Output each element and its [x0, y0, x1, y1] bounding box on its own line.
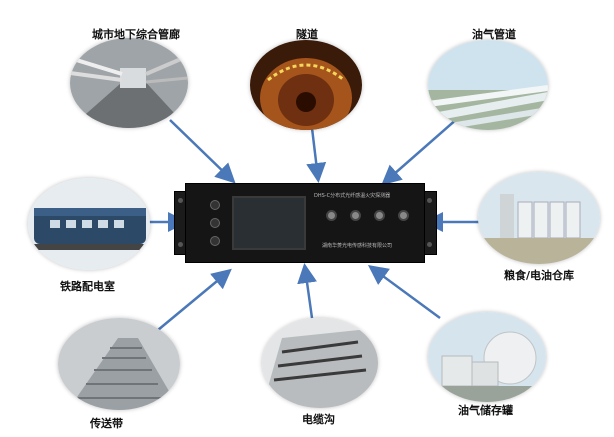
label-conveyor: 传送带	[90, 417, 123, 430]
label-oil-gas-pipeline: 油气管道	[472, 28, 516, 41]
arrow-oil-gas-storage	[367, 265, 441, 320]
led-fault	[210, 236, 220, 246]
button-2	[350, 210, 361, 221]
device-title: DHS-C分布式光纤感温火灾探测器	[314, 193, 391, 199]
led-power	[210, 200, 220, 210]
device-maker: 湖南华菱光电传感科技有限公司	[322, 243, 393, 249]
button-4	[398, 210, 409, 221]
device-screen	[232, 196, 306, 250]
photo-tunnel	[250, 40, 362, 130]
photo-utility-tunnel	[70, 38, 188, 128]
label-tunnel: 隧道	[296, 28, 318, 41]
label-railway-room: 铁路配电室	[60, 280, 115, 293]
photo-cable-trench	[262, 318, 378, 408]
rack-ear-right	[423, 191, 437, 255]
button-1	[326, 210, 337, 221]
photo-railway-room	[28, 178, 150, 270]
photo-conveyor	[58, 318, 180, 410]
label-cable-trench: 电缆沟	[302, 413, 335, 426]
photo-oil-gas-storage	[428, 312, 546, 402]
photo-oil-gas-pipeline	[428, 40, 548, 130]
label-oil-gas-storage: 油气储存罐	[458, 404, 513, 417]
arrow-oil-gas-pipeline	[381, 117, 459, 186]
photo-grain-depot	[478, 172, 600, 264]
button-3	[374, 210, 385, 221]
label-grain-depot: 粮食/电油仓库	[504, 269, 575, 282]
arrow-conveyor	[157, 268, 232, 331]
arrow-utility-tunnel	[169, 119, 236, 184]
led-alarm	[210, 218, 220, 228]
label-utility-tunnel: 城市地下综合管廊	[92, 28, 180, 41]
arrow-tunnel	[306, 127, 327, 183]
fiber-detector-device: DHS-C分布式光纤感温火灾探测器 湖南华菱光电传感科技有限公司	[185, 183, 425, 263]
arrow-cable-trench	[297, 263, 317, 319]
